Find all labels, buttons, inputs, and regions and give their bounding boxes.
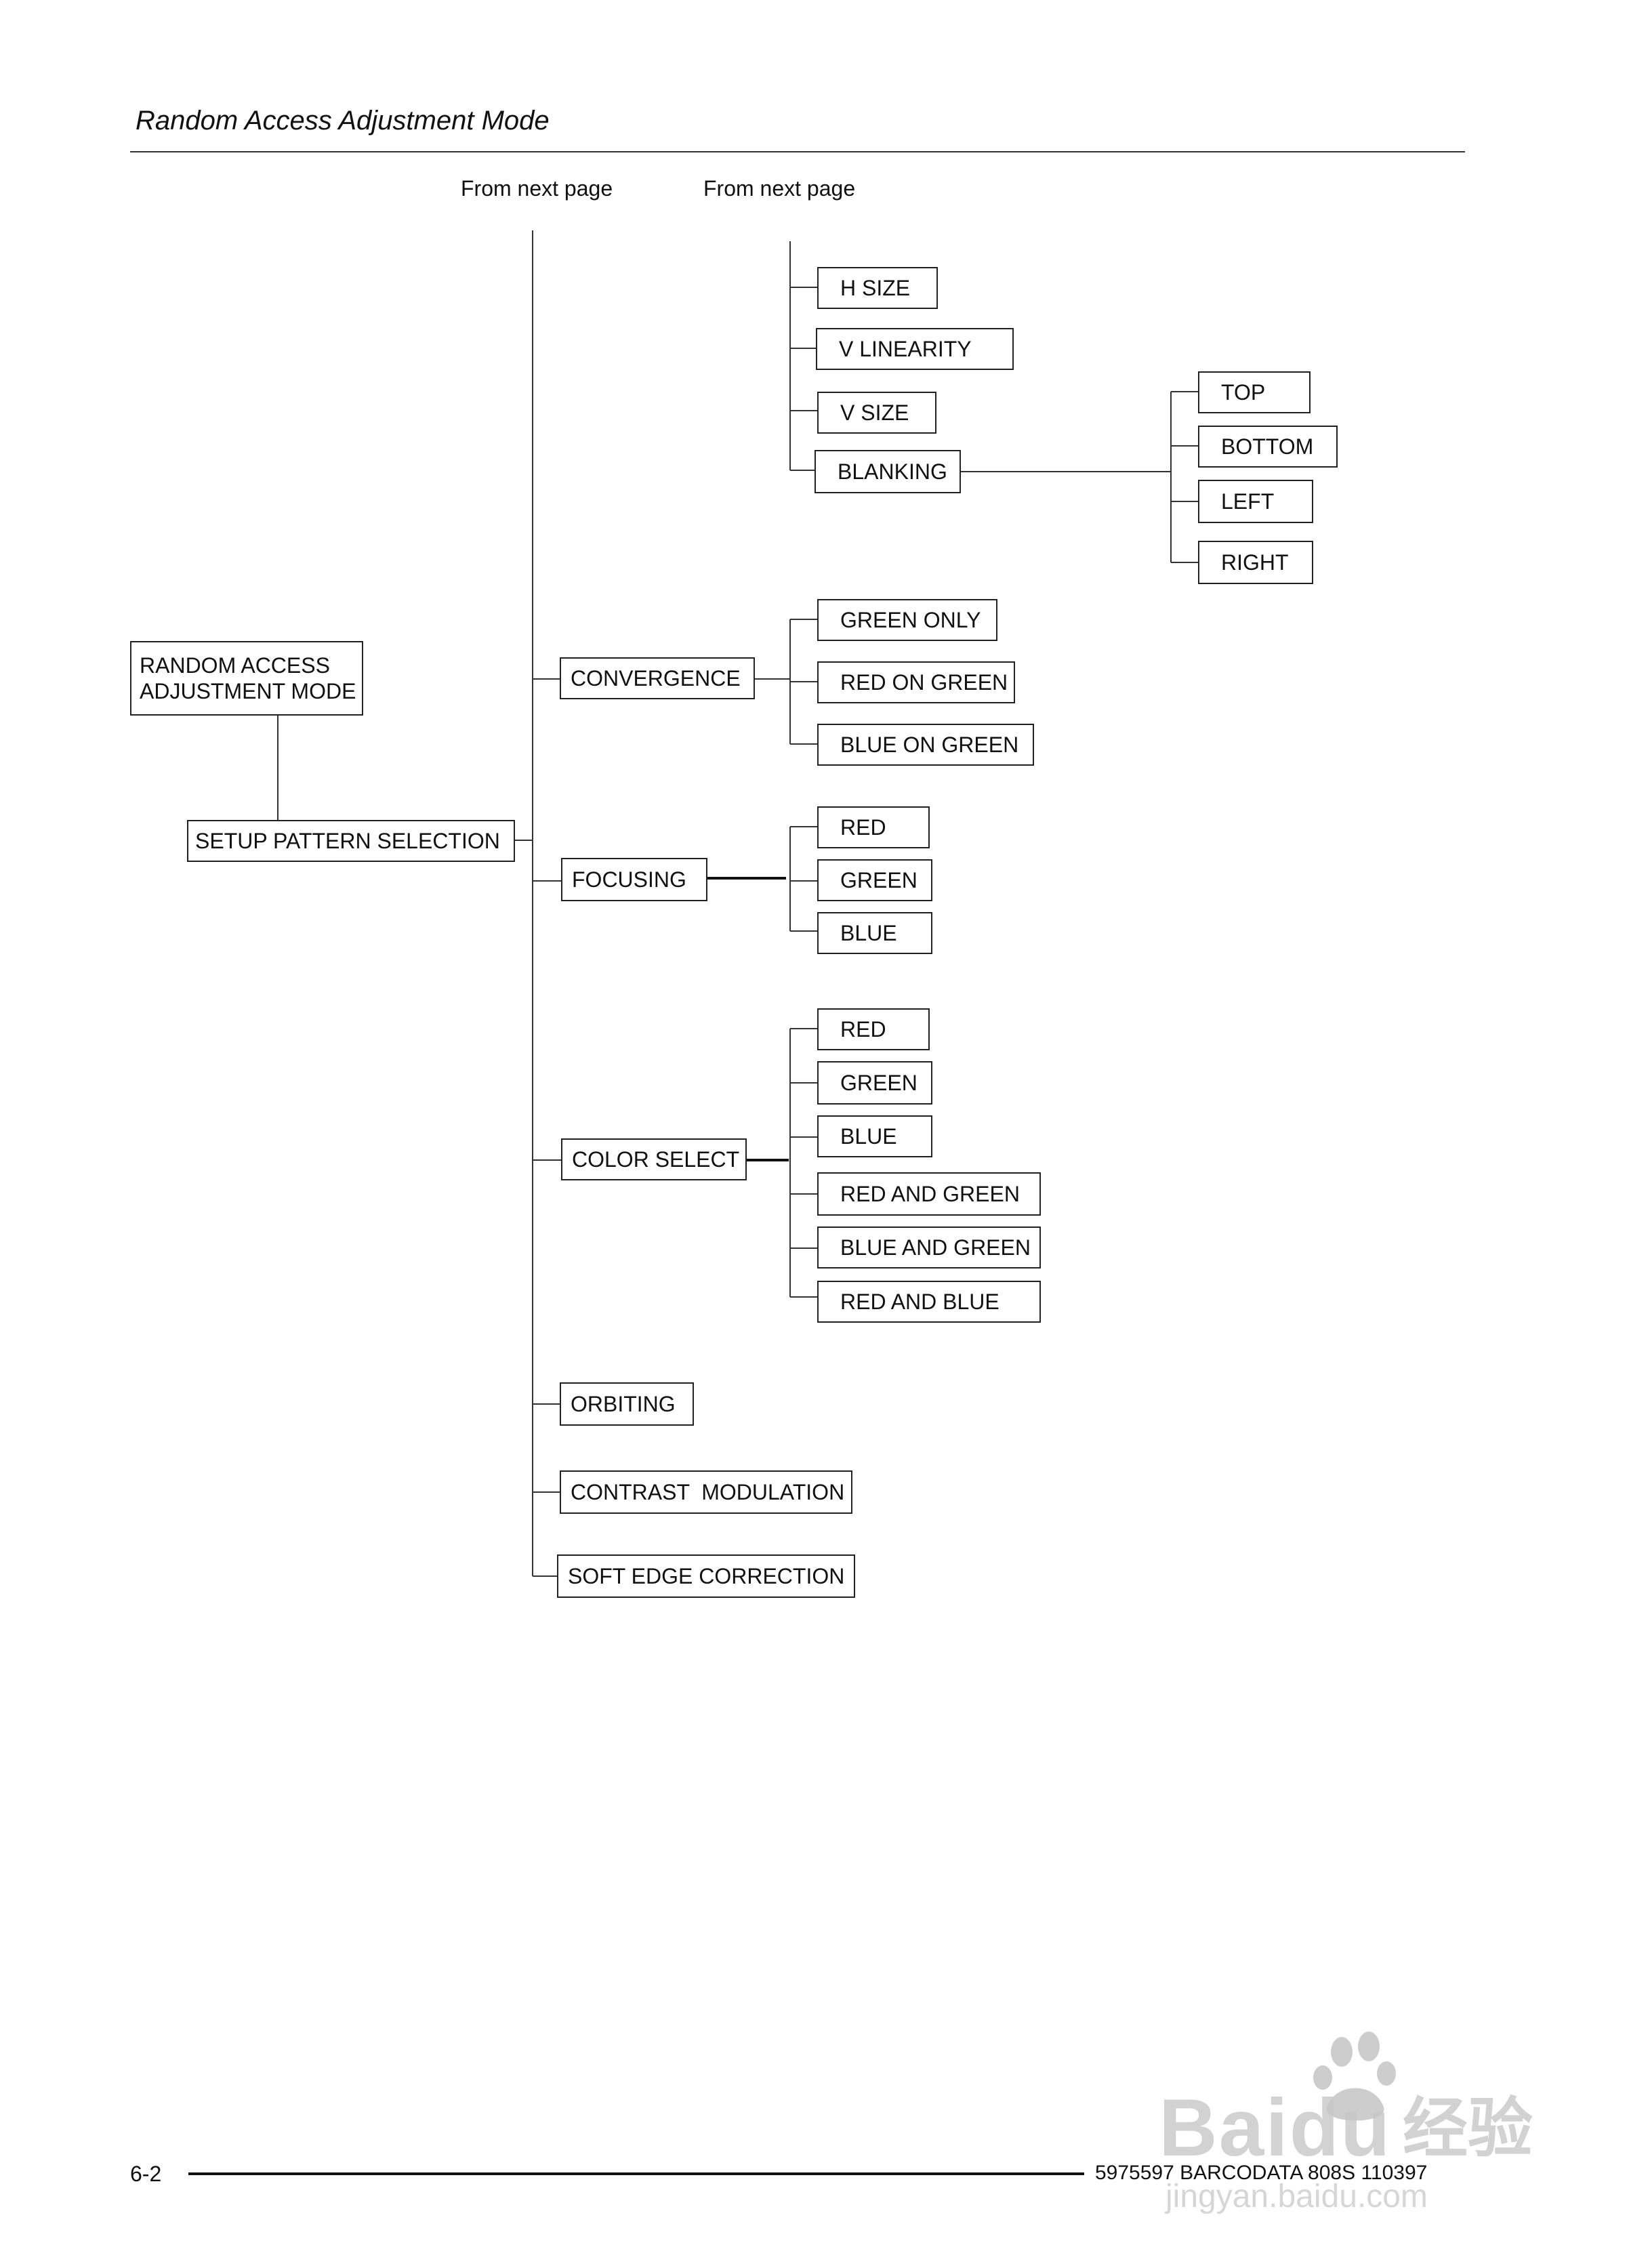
blanking-top-node: TOP [1198, 371, 1311, 413]
root-node-line2: ADJUSTMENT MODE [140, 679, 356, 703]
focusing-red-node: RED [817, 806, 930, 848]
page-title: Random Access Adjustment Mode [136, 106, 550, 136]
color-blue-node: BLUE [817, 1115, 932, 1157]
blue-on-green-node: BLUE ON GREEN [817, 724, 1034, 766]
v-linearity-node: V LINEARITY [816, 328, 1014, 370]
color-green-node: GREEN [817, 1061, 932, 1105]
focusing-node: FOCUSING [561, 858, 707, 901]
setup-pattern-node: SETUP PATTERN SELECTION [187, 820, 515, 862]
blanking-bottom-node: BOTTOM [1198, 426, 1338, 468]
red-and-green-node: RED AND GREEN [817, 1172, 1041, 1216]
blanking-right-node: RIGHT [1198, 541, 1313, 584]
watermark-url: jingyan.baidu.com [1166, 2179, 1428, 2214]
color-select-node: COLOR SELECT [561, 1138, 747, 1180]
red-and-blue-node: RED AND BLUE [817, 1281, 1041, 1323]
focusing-green-node: GREEN [817, 859, 932, 901]
green-only-node: GREEN ONLY [817, 599, 997, 641]
blanking-node: BLANKING [814, 450, 961, 493]
soft-edge-correction-node: SOFT EDGE CORRECTION [557, 1554, 855, 1598]
v-size-node: V SIZE [817, 392, 936, 434]
from-next-page-label: From next page [461, 176, 613, 201]
document-code: 5975597 BARCODATA 808S 110397 [1095, 2162, 1428, 2184]
baidu-watermark: Baidu 经验 jingyan.baidu.com [1145, 2026, 1565, 2223]
orbiting-node: ORBITING [560, 1382, 694, 1426]
focusing-blue-node: BLUE [817, 912, 932, 954]
watermark-cn: 经验 [1403, 2092, 1533, 2165]
blanking-left-node: LEFT [1198, 480, 1313, 523]
watermark-brand: Baidu [1159, 2082, 1392, 2173]
paw-icon [1313, 2032, 1396, 2121]
color-red-node: RED [817, 1008, 930, 1050]
root-node: RANDOM ACCESS ADJUSTMENT MODE [130, 641, 363, 716]
h-size-node: H SIZE [817, 267, 938, 309]
root-node-line1: RANDOM ACCESS [140, 653, 330, 678]
convergence-node: CONVERGENCE [560, 657, 755, 699]
blue-and-green-node: BLUE AND GREEN [817, 1226, 1041, 1269]
contrast-modulation-node: CONTRAST MODULATION [560, 1470, 852, 1514]
page-number: 6-2 [130, 2162, 162, 2186]
from-next-page-label: From next page [703, 176, 856, 201]
red-on-green-node: RED ON GREEN [817, 661, 1015, 703]
